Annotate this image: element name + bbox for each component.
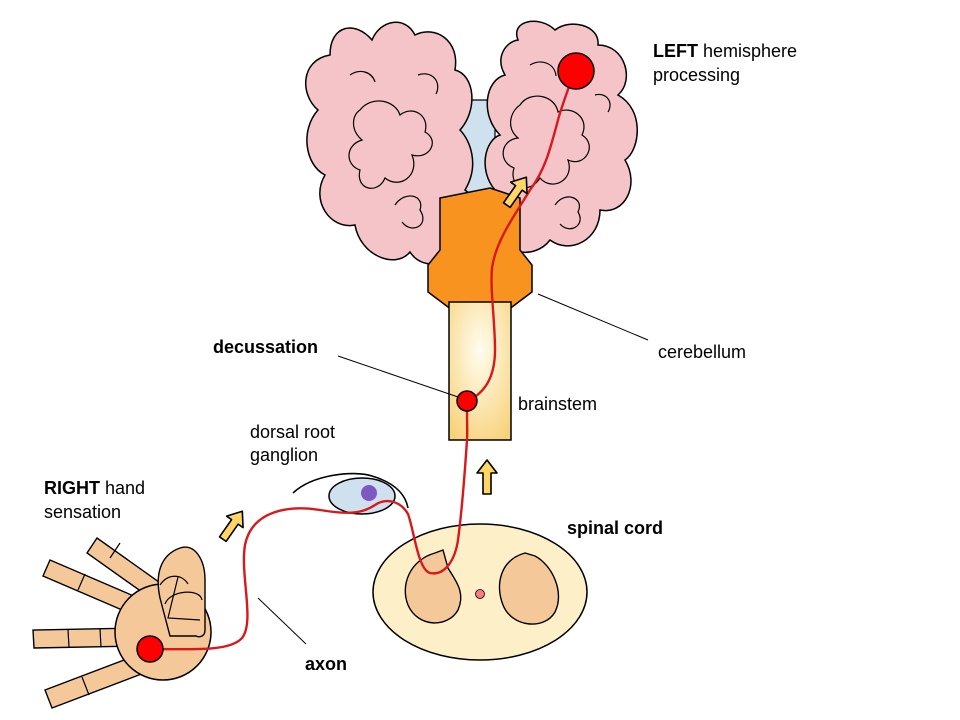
arrow-icon-spinal: [476, 459, 498, 495]
dorsal-root-label-line2: ganglion: [250, 445, 318, 465]
ganglion-nucleus: [361, 485, 377, 501]
dorsal-root-label-line1: dorsal root: [250, 422, 335, 442]
right-hand-label-bold: RIGHT: [44, 478, 100, 498]
right-hand-label-rest: hand: [100, 478, 145, 498]
dorsal-root-ganglion: [292, 472, 409, 515]
right-hand: [32, 537, 212, 709]
spinal-cord-label: spinal cord: [567, 518, 663, 538]
decussation-leader: [337, 355, 459, 398]
arrow-icon-hand: [213, 504, 252, 546]
hand-receptor-node: [136, 635, 164, 663]
cerebellum-label: cerebellum: [658, 342, 746, 362]
left-hemisphere-label-line2: processing: [653, 65, 740, 85]
axon-label: axon: [305, 654, 347, 674]
left-hemisphere-label-bold: LEFT: [653, 41, 698, 61]
decussation-node: [456, 390, 478, 412]
left-hemisphere-label: LEFT hemisphere: [653, 41, 797, 61]
cortex-node: [557, 52, 595, 90]
right-hand-label-line2: sensation: [44, 502, 121, 522]
right-hemisphere-shape: [305, 21, 476, 265]
decussation-label: decussation: [213, 337, 318, 357]
left-hemisphere-shape: [484, 20, 638, 254]
right-hand-label: RIGHT hand: [44, 478, 145, 498]
cerebellum-leader: [537, 293, 649, 341]
left-hemisphere-label-rest: hemisphere: [698, 41, 797, 61]
brainstem-label: brainstem: [518, 394, 597, 414]
brainstem-shape: [448, 301, 512, 441]
spinal-cord-section: [372, 523, 588, 661]
sensory-pathway: [148, 68, 577, 651]
axon-leader: [257, 597, 307, 645]
cerebellum-shape: [427, 187, 533, 311]
